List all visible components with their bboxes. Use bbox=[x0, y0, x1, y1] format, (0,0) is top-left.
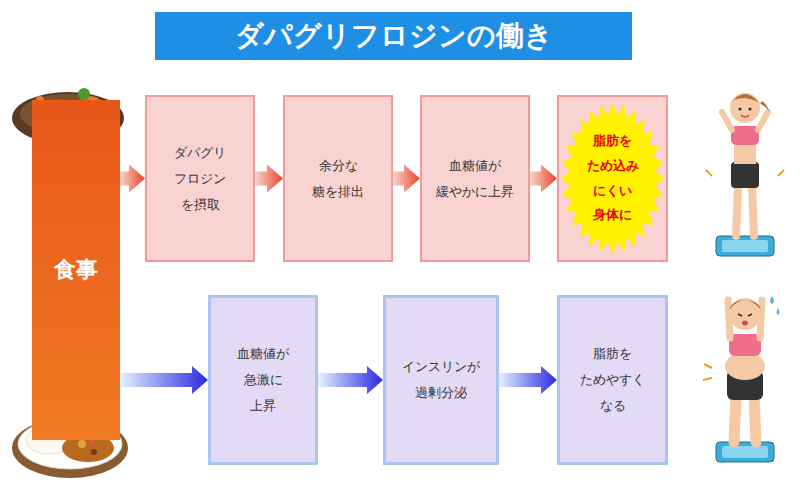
starburst-fill bbox=[561, 103, 664, 254]
slim-woman-part bbox=[748, 107, 751, 110]
steak-plate-part bbox=[78, 88, 90, 100]
box-text: インスリンが 過剰分泌 bbox=[391, 354, 491, 406]
slim-woman-part bbox=[716, 236, 774, 256]
flow-arrow bbox=[499, 366, 557, 394]
slim-woman-part bbox=[778, 170, 784, 176]
flow-arrow bbox=[255, 165, 283, 193]
chubby-woman-part bbox=[742, 321, 748, 326]
flow-arrow bbox=[120, 165, 145, 193]
slim-woman-part bbox=[736, 186, 738, 236]
box-text: 脂肪を ためやすく なる bbox=[572, 341, 654, 419]
box-text: 血糖値が 急激に 上昇 bbox=[232, 341, 294, 419]
curry-plate-part bbox=[78, 440, 86, 448]
meal-label: 食事 bbox=[41, 256, 111, 285]
chubby-woman bbox=[703, 296, 780, 462]
chubby-woman-part bbox=[722, 446, 768, 458]
chubby-woman-part bbox=[734, 396, 736, 442]
chubby-woman-part bbox=[704, 364, 712, 368]
chubby-woman-part bbox=[760, 300, 762, 338]
chubby-woman-part bbox=[770, 296, 774, 304]
chubby-woman-part bbox=[703, 378, 712, 380]
flow-arrow bbox=[318, 366, 383, 394]
process-box: インスリンが 過剰分泌 bbox=[383, 295, 499, 465]
chubby-woman-part bbox=[729, 298, 761, 330]
chubby-woman-part bbox=[729, 334, 761, 356]
slim-woman-part bbox=[731, 162, 759, 188]
chubby-woman-part bbox=[738, 314, 752, 316]
result-box: 脂肪を ためやすく なる bbox=[557, 295, 668, 465]
title-banner: ダパグリフロジンの働き bbox=[155, 12, 632, 60]
slim-woman-part bbox=[722, 112, 732, 130]
process-box: 血糖値が 急激に 上昇 bbox=[208, 295, 318, 465]
slim-woman-part bbox=[734, 144, 756, 164]
process-box: 余分な 糖を排出 bbox=[283, 95, 393, 262]
chubby-woman-part bbox=[728, 300, 730, 338]
chubby-woman-part bbox=[725, 352, 765, 380]
box-text: ダパグリ フロジン を摂取 bbox=[155, 140, 245, 218]
process-box: ダパグリ フロジン を摂取 bbox=[145, 95, 255, 262]
chubby-woman-part bbox=[729, 300, 761, 310]
slim-woman bbox=[706, 93, 784, 256]
result-box: 脂肪を ため込み にくい 身体に bbox=[557, 95, 668, 262]
flow-arrow bbox=[393, 165, 420, 193]
slim-woman-part bbox=[752, 186, 754, 236]
chubby-woman-part bbox=[716, 442, 774, 462]
process-box: 血糖値が 緩やかに上昇 bbox=[420, 95, 530, 262]
chubby-woman-part bbox=[754, 396, 756, 442]
box-text: 余分な 糖を排出 bbox=[293, 153, 383, 205]
result-text: 脂肪を ため込み にくい 身体に bbox=[582, 129, 644, 228]
flow-arrow bbox=[530, 165, 557, 193]
starburst bbox=[559, 97, 666, 260]
slim-woman-part bbox=[731, 126, 759, 145]
curry-plate-part bbox=[91, 449, 97, 455]
flow-arrow bbox=[120, 366, 208, 394]
chubby-woman-part bbox=[777, 308, 780, 315]
slim-woman-part bbox=[741, 115, 749, 117]
meal-bar: 食事 bbox=[32, 100, 120, 440]
slim-woman-part bbox=[758, 112, 768, 130]
slim-woman-part bbox=[722, 240, 768, 252]
slim-woman-part bbox=[730, 94, 770, 112]
slim-woman-part bbox=[706, 170, 712, 176]
slim-woman-part bbox=[738, 107, 741, 110]
box-text: 血糖値が 緩やかに上昇 bbox=[430, 153, 520, 205]
